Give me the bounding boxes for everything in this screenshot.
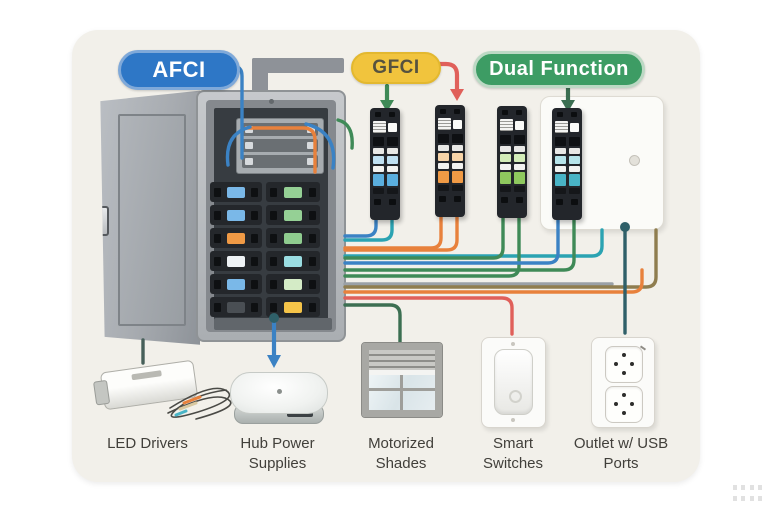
breaker-label-band (373, 121, 397, 133)
breaker-label-band (555, 121, 579, 133)
main-breaker (236, 118, 324, 174)
watermark (733, 485, 763, 503)
panel-breaker-row (266, 182, 320, 202)
label-motorized-shades: Motorized Shades (368, 435, 434, 472)
led-driver-wires (167, 387, 232, 420)
panel-breaker-row (210, 297, 262, 317)
panel-breaker-row (266, 251, 320, 271)
outlet-socket (605, 386, 643, 423)
breaker-terminals (501, 197, 523, 203)
breaker-label-band (438, 118, 462, 130)
breaker-terminals (556, 199, 578, 205)
breaker-terminals (375, 112, 395, 117)
panel-neutral-bar (214, 318, 332, 330)
window-mullion (400, 375, 403, 410)
panel-breaker-row (266, 274, 320, 294)
shade-sill (369, 370, 435, 375)
hub-led-dot (277, 389, 282, 394)
panel-breaker-column-left (210, 182, 262, 320)
panel-breaker-row (210, 182, 262, 202)
screw-icon (629, 155, 640, 166)
panel-breaker-row (210, 205, 262, 225)
outlet-socket (605, 346, 643, 383)
outlet-illustration (591, 337, 655, 428)
breaker-terminals (440, 109, 460, 114)
panel-door-recess (118, 114, 186, 326)
hub-port (287, 411, 313, 417)
dual-function-breaker (497, 106, 527, 218)
panel-breaker-row (266, 205, 320, 225)
afci-badge: AFCI (118, 50, 240, 90)
breaker-pole (513, 135, 525, 192)
gfci-breaker (435, 105, 465, 217)
conduit-horizontal (252, 58, 344, 73)
breaker-terminals (557, 112, 577, 117)
breaker-pole (554, 137, 566, 194)
motorized-shades-illustration (361, 342, 443, 418)
breaker-label-band (500, 119, 524, 131)
label-hub-power-supplies: Hub Power Supplies (240, 435, 315, 472)
label-led-drivers: LED Drivers (107, 435, 188, 452)
gfci-badge: GFCI (351, 52, 441, 84)
panel-door (100, 90, 200, 345)
shade-slats (369, 350, 435, 370)
label-outlet-usb: Outlet w/ USB Ports (573, 435, 669, 472)
panel-breaker-row (210, 251, 262, 271)
mounted-breaker (552, 108, 582, 220)
main-breaker-row (242, 155, 318, 168)
panel-breaker-column-right (266, 182, 320, 320)
breaker-terminals (502, 110, 522, 115)
led-driver-endcap (93, 379, 111, 406)
breaker-pole (372, 137, 384, 194)
label-smart-switches: Smart Switches (482, 435, 544, 472)
hub-illustration (230, 372, 328, 424)
door-handle-icon (100, 206, 109, 236)
hub-top (230, 372, 328, 414)
afci-breaker (370, 108, 400, 220)
breaker-pole (499, 135, 511, 192)
main-breaker-row (242, 123, 318, 136)
breaker-pole (451, 134, 463, 191)
breaker-terminals (439, 196, 461, 202)
panel-breaker-row (210, 274, 262, 294)
dual-function-badge: Dual Function (473, 51, 645, 88)
main-breaker-row (242, 139, 318, 152)
switch-indicator (509, 390, 522, 403)
panel-breaker-row (210, 228, 262, 248)
screw-icon (511, 418, 515, 422)
smart-switch-illustration (481, 337, 546, 428)
screw-icon (269, 99, 274, 104)
screw-icon (511, 342, 515, 346)
window-mullion (369, 388, 435, 391)
breaker-pole (568, 137, 580, 194)
panel-breaker-row (266, 297, 320, 317)
panel-breaker-row (266, 228, 320, 248)
breaker-pole (386, 137, 398, 194)
breaker-terminals (374, 199, 396, 205)
breaker-pole (437, 134, 449, 191)
switch-rocker (494, 349, 533, 415)
